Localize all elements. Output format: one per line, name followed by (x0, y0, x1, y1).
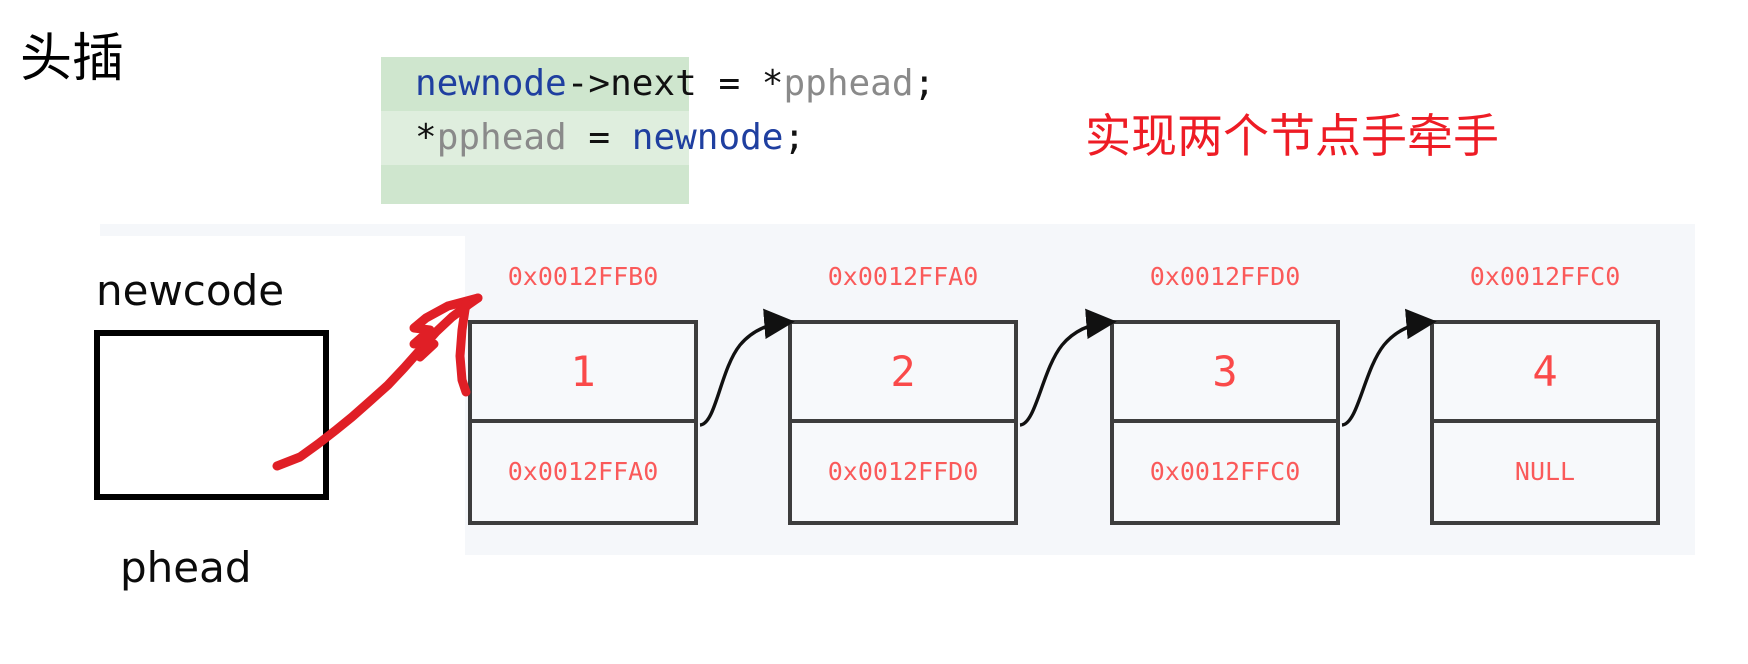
code-token-pphead: pphead (783, 63, 914, 104)
node-address: 0x0012FFD0 (1149, 262, 1301, 291)
phead-label: phead (120, 543, 252, 592)
node-address: 0x0012FFB0 (507, 262, 659, 291)
list-node: 0x0012FFA0 2 0x0012FFD0 (788, 262, 1018, 525)
node-address: 0x0012FFC0 (1469, 262, 1621, 291)
code-token-assign: = (696, 63, 762, 104)
code-token-semicolon-2: ; (783, 117, 806, 158)
code-token-deref-2: * (415, 117, 437, 158)
node-value: 1 (472, 324, 694, 423)
annotation-note: 实现两个节点手牵手 (1085, 109, 1499, 163)
code-token-assign-2: = (566, 117, 632, 158)
code-line-2: *pphead = newnode; (381, 111, 805, 165)
code-token-arrow-next: ->next (566, 63, 697, 104)
node-box: 2 0x0012FFD0 (788, 320, 1018, 525)
node-value: 3 (1114, 324, 1336, 423)
list-node: 0x0012FFC0 4 NULL (1430, 262, 1660, 525)
code-token-pphead-2: pphead (436, 117, 567, 158)
code-token-deref: * (761, 63, 784, 104)
page-title: 头插 (20, 29, 125, 89)
code-block: newnode->next = *pphead; *pphead = newno… (381, 57, 935, 204)
node-next-pointer: 0x0012FFA0 (507, 457, 659, 487)
list-node: 0x0012FFB0 1 0x0012FFA0 (468, 262, 698, 525)
node-next-pointer: NULL (1514, 457, 1576, 487)
code-token-semicolon: ; (913, 63, 936, 104)
code-token-newnode-2: newnode (631, 117, 784, 158)
code-token-newnode: newnode (415, 63, 567, 104)
code-line-1: newnode->next = *pphead; (381, 57, 935, 111)
node-box: 4 NULL (1430, 320, 1660, 525)
node-box: 3 0x0012FFC0 (1110, 320, 1340, 525)
node-value: 4 (1434, 324, 1656, 423)
node-next-pointer: 0x0012FFC0 (1149, 457, 1301, 487)
node-box: 1 0x0012FFA0 (468, 320, 698, 525)
node-next-pointer: 0x0012FFD0 (827, 457, 979, 487)
newcode-label: newcode (96, 266, 285, 315)
node-value: 2 (792, 324, 1014, 423)
newcode-box (94, 330, 329, 500)
node-address: 0x0012FFA0 (827, 262, 979, 291)
list-node: 0x0012FFD0 3 0x0012FFC0 (1110, 262, 1340, 525)
